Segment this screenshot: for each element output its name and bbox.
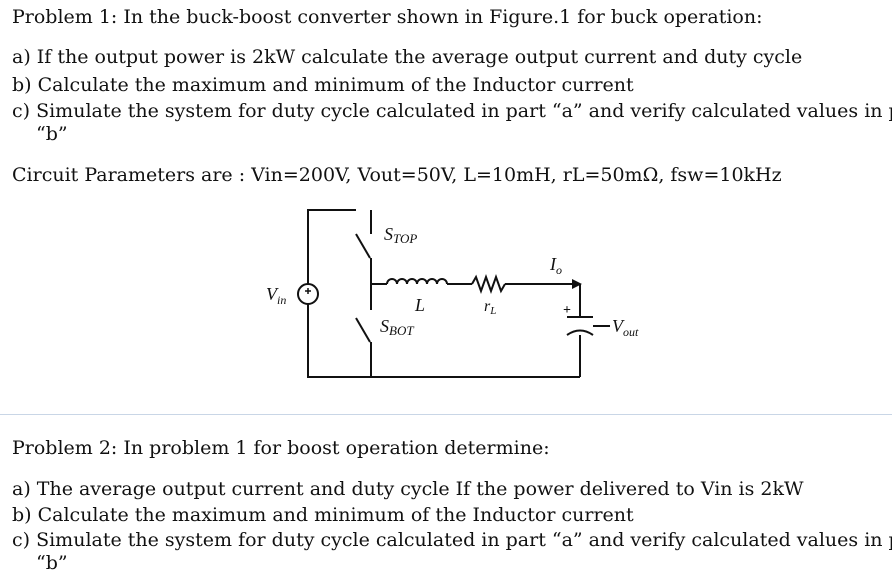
problem1-item-b: b) Calculate the maximum and minimum of … <box>12 74 634 96</box>
bottom-switch-icon <box>355 317 371 343</box>
vin-label: Vin <box>266 284 286 307</box>
resistor-label: rL <box>484 298 496 317</box>
section-divider <box>0 414 892 415</box>
current-arrow-icon <box>572 279 582 289</box>
switch-node-wire <box>370 258 387 285</box>
top-switch-icon <box>355 233 371 259</box>
problem1-item-c: c) Simulate the system for duty cycle ca… <box>12 100 892 122</box>
problem2-item-c-cont: “b” <box>36 552 68 574</box>
buck-boost-circuit-diagram: Vin STOP SBOT L rL Io + Vout <box>266 209 639 378</box>
top-wire <box>307 209 580 378</box>
stop-label: STOP <box>384 224 417 246</box>
problem2-heading: Problem 2: In problem 1 for boost operat… <box>12 437 550 459</box>
resistor-icon <box>471 274 506 294</box>
problem1-heading: Problem 1: In the buck-boost converter s… <box>12 6 763 28</box>
inductor-label: L <box>414 295 425 315</box>
problem1-item-a: a) If the output power is 2kW calculate … <box>12 46 803 68</box>
problem2-item-a: a) The average output current and duty c… <box>12 478 804 500</box>
circuit-parameters: Circuit Parameters are : Vin=200V, Vout=… <box>12 164 782 186</box>
capacitor-plus-label: + <box>563 303 571 318</box>
problem2-item-c: c) Simulate the system for duty cycle ca… <box>12 529 892 551</box>
inductor-icon <box>386 278 448 285</box>
problem1-item-c-cont: “b” <box>36 123 68 145</box>
io-label: Io <box>549 254 562 277</box>
sbot-label: SBOT <box>380 316 414 338</box>
problem2-item-b: b) Calculate the maximum and minimum of … <box>12 504 634 526</box>
vout-label: Vout <box>612 316 639 339</box>
